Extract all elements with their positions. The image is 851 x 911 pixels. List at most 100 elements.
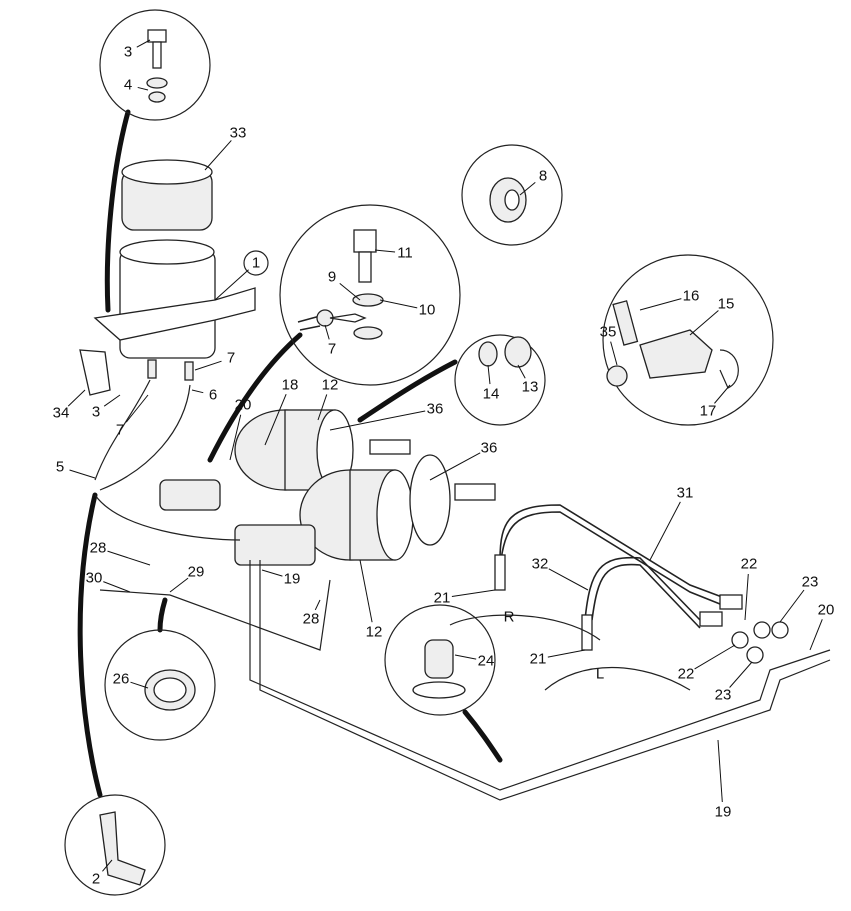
leader-line-13 — [517, 364, 526, 379]
leader-line-28 — [107, 550, 151, 566]
detail-circle-bracket — [384, 604, 496, 716]
leader-line-34 — [67, 389, 86, 407]
leader-line-14 — [487, 364, 491, 385]
callout-7: 7 — [328, 341, 336, 358]
leader-line-1 — [214, 269, 249, 301]
leader-line-33 — [204, 140, 232, 171]
leader-line-36 — [429, 452, 481, 481]
callout-10: 10 — [419, 302, 436, 319]
detail-parts — [99, 29, 739, 886]
washer — [146, 77, 168, 89]
clevis — [639, 329, 713, 379]
leader-line-7 — [125, 394, 149, 423]
callout-21: 21 — [530, 651, 547, 668]
leader-line-5 — [69, 469, 96, 479]
callout-35: 35 — [600, 324, 617, 341]
leader-line-23 — [779, 589, 805, 623]
leader-line-28 — [314, 599, 321, 611]
callout-9: 9 — [328, 269, 336, 286]
callout-28: 28 — [90, 540, 107, 557]
leader-line-3 — [103, 394, 121, 407]
leader-line-20 — [809, 619, 823, 651]
detail-circle-clevis — [602, 254, 774, 426]
leader-line-35 — [610, 341, 618, 366]
callout-12: 12 — [322, 377, 339, 394]
leader-line-7 — [194, 360, 222, 371]
lock-washer — [148, 91, 166, 103]
callout-3: 3 — [92, 404, 100, 421]
leader-line-24 — [454, 654, 477, 660]
callout-34: 34 — [53, 405, 70, 422]
leader-line-17 — [714, 384, 731, 404]
bolt-head — [147, 29, 167, 43]
leader-line-21 — [547, 649, 586, 658]
leader-line-26 — [130, 681, 149, 689]
callout-30: 30 — [86, 570, 103, 587]
callout-17: 17 — [700, 403, 717, 420]
leader-line-19 — [717, 739, 723, 803]
master-cylinder-lower — [234, 524, 316, 566]
callout-3: 3 — [124, 44, 132, 61]
callout-4: 4 — [124, 77, 132, 94]
leader-line-7 — [324, 324, 330, 340]
detail-connectors — [77, 109, 503, 798]
brake-servos — [159, 409, 496, 566]
callout-22: 22 — [741, 556, 758, 573]
callout-2: 2 — [92, 871, 100, 888]
callout-8: 8 — [539, 168, 547, 185]
callout-20: 20 — [235, 397, 252, 414]
master-cylinder-upper — [159, 479, 221, 511]
detail-circle-elbow-hose — [64, 794, 166, 896]
callout-11: 11 — [397, 245, 413, 262]
leader-line-10 — [379, 299, 418, 309]
callout-1-ring — [243, 250, 269, 276]
leader-line-4 — [137, 86, 149, 91]
leader-line-23 — [729, 661, 753, 688]
callout-29: 29 — [188, 564, 205, 581]
leader-line-19 — [261, 569, 283, 577]
detail-circle-nut-washer — [454, 334, 546, 426]
callout-16: 16 — [683, 288, 700, 305]
detail-circles — [64, 9, 774, 896]
bracket — [424, 639, 454, 679]
leader-line-11 — [374, 249, 396, 253]
callout-24: 24 — [478, 653, 495, 670]
callout-5: 5 — [56, 459, 64, 476]
leader-line-8 — [519, 181, 536, 196]
leader-line-20 — [229, 414, 242, 461]
leader-line-21 — [451, 589, 496, 598]
leader-line-36 — [329, 410, 426, 431]
callout-23: 23 — [802, 574, 819, 591]
banjo-bolt-head — [353, 229, 377, 253]
callout-12: 12 — [366, 624, 383, 641]
callout-28: 28 — [303, 611, 320, 628]
callout-7: 7 — [116, 422, 124, 439]
leader-line-9 — [339, 282, 361, 301]
callout-14: 14 — [483, 386, 500, 403]
detail-circle-banjo-bolt — [279, 204, 461, 386]
leader-line-22 — [694, 644, 736, 670]
leader-line-16 — [639, 298, 682, 311]
callout-7: 7 — [227, 350, 235, 367]
callout-26: 26 — [113, 671, 130, 688]
callout-21: 21 — [434, 590, 451, 607]
detail-circle-bolt-washer — [99, 9, 211, 121]
callout-36: 36 — [481, 440, 498, 457]
clevis-pin — [612, 300, 639, 346]
callout-6: 6 — [209, 387, 217, 404]
leader-line-31 — [649, 501, 681, 561]
leader-line-2 — [102, 859, 113, 872]
leader-line-3 — [136, 39, 151, 48]
callout-22: 22 — [678, 666, 695, 683]
leader-line-12 — [317, 394, 328, 421]
brake-lines — [94, 379, 831, 801]
leader-line-12 — [359, 559, 373, 623]
callout-19: 19 — [284, 571, 301, 588]
leader-line-30 — [103, 581, 131, 593]
callout-1: 1 — [252, 255, 260, 272]
callout-19: 19 — [715, 804, 732, 821]
leader-line-29 — [169, 577, 189, 593]
callout-33: 33 — [230, 125, 247, 142]
